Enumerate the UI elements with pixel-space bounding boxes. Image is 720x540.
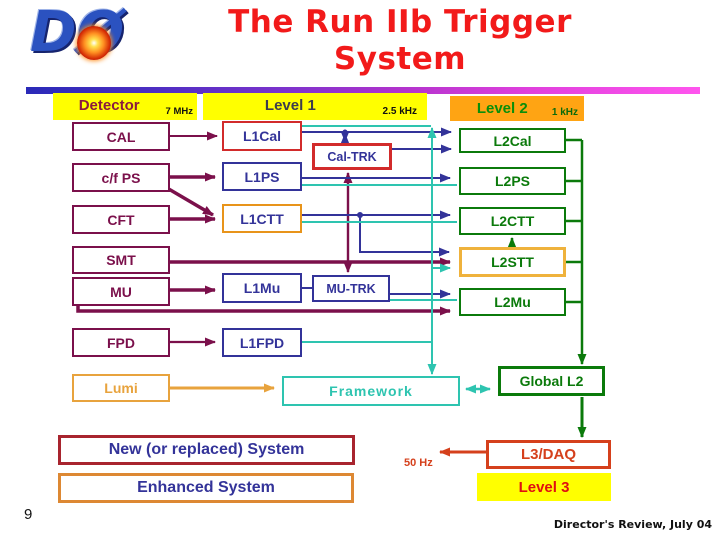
header-level1-label: Level 1 — [264, 97, 316, 114]
node-l3daq: L3/DAQ — [486, 440, 611, 469]
node-l2stt: L2STT — [459, 247, 566, 277]
node-cfps: c/f PS — [72, 163, 170, 192]
legend-new-system: New (or replaced) System — [58, 435, 355, 465]
node-cal: CAL — [72, 122, 170, 151]
title-line-2: System — [333, 41, 467, 77]
l1-to-l2-arrows — [300, 127, 452, 299]
rate-50hz-label: 50 Hz — [404, 457, 433, 469]
footer-credit: Director's Review, July 04 — [553, 518, 712, 531]
header-level2-rate: 1 kHz — [551, 107, 578, 118]
header-level1: Level 1 2.5 kHz — [203, 93, 427, 120]
node-level3: Level 3 — [477, 473, 611, 501]
gradient-divider — [26, 87, 700, 94]
d0-logo-letters: DØ — [30, 0, 125, 65]
header-level1-rate: 2.5 kHz — [382, 106, 417, 117]
node-lumi: Lumi — [72, 374, 170, 402]
node-smt: SMT — [72, 246, 170, 274]
header-detector-rate: 7 MHz — [165, 106, 193, 117]
title-line-1: The Run IIb Trigger — [228, 4, 572, 40]
node-l1ctt: L1CTT — [222, 204, 302, 233]
framework-bus-lines — [302, 125, 491, 394]
l2-bus-lines — [507, 138, 587, 438]
starburst-icon — [77, 26, 111, 60]
header-detector-label: Detector — [78, 97, 140, 114]
node-caltrk: Cal-TRK — [312, 143, 392, 170]
node-global-l2: Global L2 — [498, 366, 605, 396]
header-detector: Detector 7 MHz — [53, 93, 197, 120]
node-mu: MU — [72, 277, 170, 306]
node-l1cal: L1Cal — [222, 121, 302, 151]
node-l2cal: L2Cal — [459, 128, 566, 153]
header-level2: Level 2 1 kHz — [450, 96, 584, 121]
node-fpd: FPD — [72, 328, 170, 357]
node-l1fpd: L1FPD — [222, 328, 302, 357]
slide-title: The Run IIb Trigger System — [110, 4, 690, 78]
legend-enhanced-system: Enhanced System — [58, 473, 354, 503]
node-framework: Framework — [282, 376, 460, 406]
d0-logo: DØ — [30, 0, 124, 78]
node-cft: CFT — [72, 205, 170, 234]
node-l1mu: L1Mu — [222, 273, 302, 303]
node-l2ctt: L2CTT — [459, 207, 566, 235]
node-mutrk: MU-TRK — [312, 275, 390, 302]
node-l1ps: L1PS — [222, 162, 302, 191]
node-l2ps: L2PS — [459, 167, 566, 195]
header-level2-label: Level 2 — [476, 100, 528, 117]
page-number: 9 — [24, 506, 33, 523]
node-l2mu: L2Mu — [459, 288, 566, 316]
